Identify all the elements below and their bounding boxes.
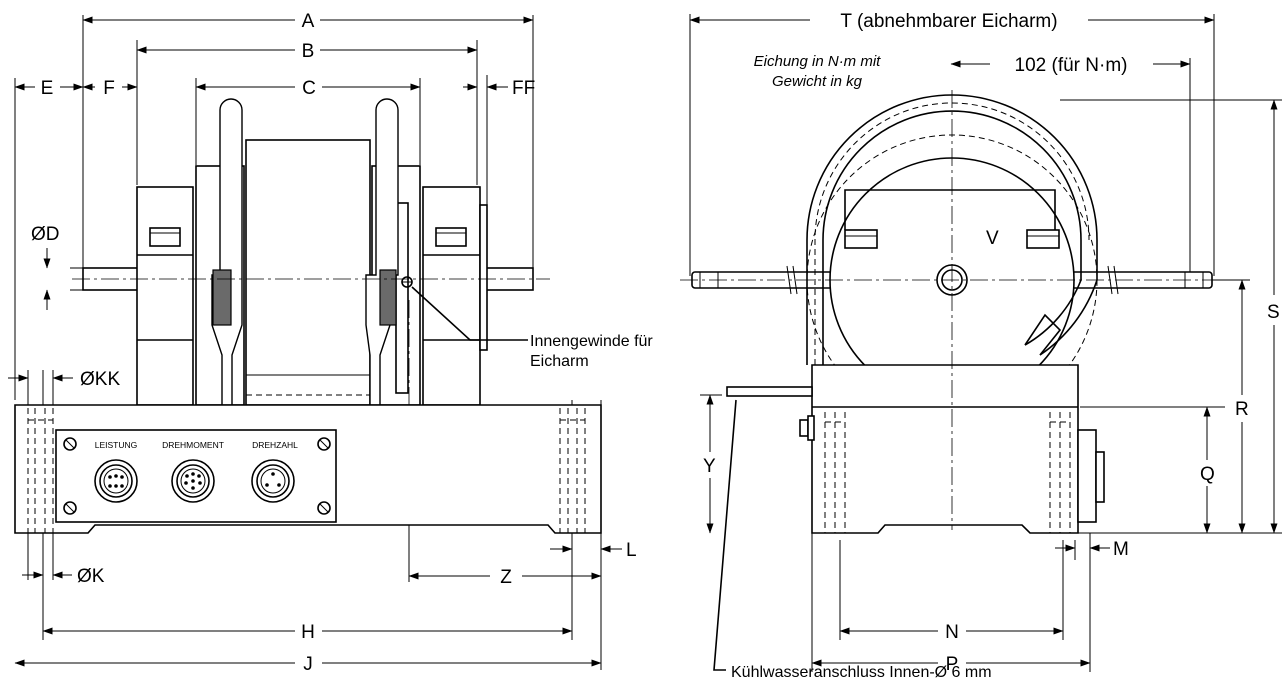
dim-label-c: C [302,78,316,99]
dim-label-n: N [945,622,959,643]
dim-label-p: P [946,654,959,675]
dim-label-l: L [626,540,637,561]
plate-label-torque: DREHMOMENT [162,440,224,450]
cooling-note: Kühlwasseranschluss Innen-Ø 6 mm [731,664,992,681]
front-view: LEISTUNG DREHMOMENT DREHZAHL A B C [8,11,653,675]
dim-label-e: E [41,78,54,99]
dim-label-q: Q [1200,464,1215,485]
torque-connector-icon [171,459,215,503]
cooling-water-fitting [713,386,813,671]
dim-label-d: ØD [31,224,60,245]
front-dimension-lines [8,16,622,667]
dim-label-y: Y [703,456,716,477]
dim-label-kk: ØKK [80,369,120,390]
screw-icon [63,437,331,515]
dim-label-h: H [301,622,315,643]
side-base [799,364,1105,534]
dim-label-r: R [1235,399,1249,420]
speed-connector-icon [251,459,295,503]
dim-label-ff: FF [512,78,535,99]
left-bearing-housing [136,186,194,406]
front-dimension-labels: A B C E F FF ØD ØKK ØK Z L H J Innengewi… [31,11,653,675]
dim-label-j: J [303,654,313,675]
center-drum [245,139,371,406]
dim-label-a: A [302,11,315,32]
side-dimension-lines [689,16,1278,667]
dim-label-102: 102 (für N·m) [1015,55,1128,76]
plate-label-power: LEISTUNG [95,440,138,450]
dim-label-f: F [103,78,115,99]
thread-note-line1: Innengewinde für [530,333,653,350]
dim-label-m: M [1113,539,1129,560]
calibration-note-line2: Gewicht in kg [772,73,863,90]
side-labels: T (abnehmbarer Eicharm) Eichung in N·m m… [703,11,1280,681]
plate-label-speed: DREHZAHL [252,440,298,450]
dim-label-b: B [302,41,315,62]
thread-note-line2: Eicharm [530,353,589,370]
connector-plate: LEISTUNG DREHMOMENT DREHZAHL [55,429,337,523]
calibration-arm-thread [401,276,528,341]
calibration-note-line1: Eichung in N·m mit [754,53,882,70]
right-bearing-housing [422,186,488,406]
dim-label-k: ØK [77,566,105,587]
power-connector-icon [94,459,138,503]
dim-label-z: Z [500,567,512,588]
side-view: T (abnehmbarer Eicharm) Eichung in N·m m… [680,11,1282,681]
dim-label-v: V [986,228,999,249]
dim-label-t: T (abnehmbarer Eicharm) [840,11,1057,32]
dim-label-s: S [1267,302,1280,323]
cooling-tubes-front [211,98,399,406]
